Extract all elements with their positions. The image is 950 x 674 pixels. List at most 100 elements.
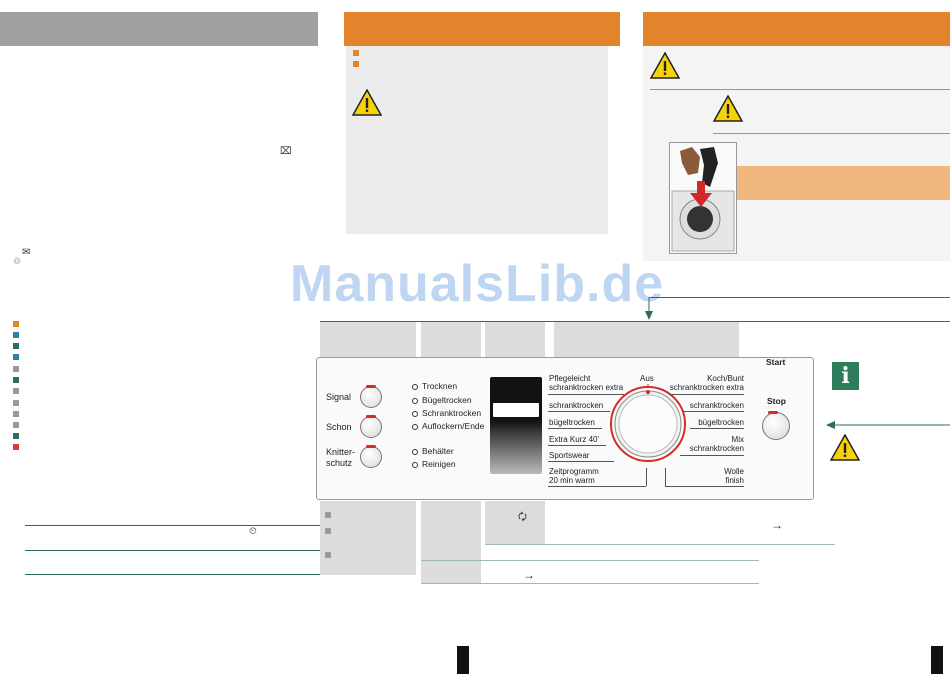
callout-line xyxy=(650,297,950,298)
watermark: ManualsLib.de xyxy=(290,255,665,313)
indicator-reinigen: Reinigen xyxy=(412,459,456,469)
right-arrow-icon: → xyxy=(771,518,783,532)
bottom-rule xyxy=(25,550,415,551)
program-buegeltrocken-left[interactable]: bügeltrocken xyxy=(549,418,595,427)
bottom-rule xyxy=(25,525,415,526)
program-selector-dial[interactable] xyxy=(608,384,688,464)
legend-square xyxy=(13,366,19,372)
stop-label: Stop xyxy=(767,396,786,406)
indicator-trocknen: Trocknen xyxy=(412,381,457,391)
down-arrow-icon xyxy=(645,297,653,320)
indicator-auflockern-ende: Auflockern/Ende xyxy=(412,421,484,431)
column-header-dial xyxy=(554,322,739,358)
schon-label: Schon xyxy=(326,422,352,432)
indicator-schranktrocken: Schranktrocken xyxy=(412,408,481,418)
legend-square xyxy=(13,343,19,349)
mail-icon: ✉ xyxy=(22,247,31,258)
callout-line xyxy=(320,321,950,322)
signal-button[interactable] xyxy=(360,385,382,408)
knitterschutz-label-1: Knitter- xyxy=(326,447,356,457)
warning-icon xyxy=(830,434,860,461)
legend-square xyxy=(13,422,19,428)
bottom-rule xyxy=(485,544,835,545)
right-arrow-icon: → xyxy=(523,568,535,582)
program-buegeltrocken-right[interactable]: bügeltrocken xyxy=(698,418,744,427)
bottom-grey-column-1 xyxy=(320,501,416,575)
warning-icon xyxy=(352,89,382,116)
left-arrow-icon xyxy=(826,421,950,429)
status-display xyxy=(490,377,542,474)
middle-info-panel xyxy=(346,46,608,234)
right-divider-1 xyxy=(650,89,950,90)
info-icon: i xyxy=(832,362,859,390)
program-schranktrocken-left[interactable]: schranktrocken xyxy=(549,401,604,410)
bullet-orange-1 xyxy=(353,50,359,56)
column-header-indicators xyxy=(421,322,481,358)
bottom-rule xyxy=(421,583,759,584)
program-underline xyxy=(683,411,744,412)
right-subheader-bar xyxy=(735,166,950,200)
timer-icon: ⏲ xyxy=(249,526,257,537)
program-underline xyxy=(690,428,744,429)
recycle-icon: ♲ xyxy=(13,256,22,266)
hand-wash-icon: 🗘 xyxy=(518,512,527,523)
program-leader xyxy=(665,468,666,486)
program-underline xyxy=(548,394,624,395)
program-schranktrocken-right[interactable]: schranktrocken xyxy=(689,401,744,410)
program-leader xyxy=(646,468,647,486)
right-header-bar xyxy=(643,12,950,46)
program-underline xyxy=(548,486,646,487)
bullet-grey xyxy=(325,528,331,534)
program-sportswear[interactable]: Sportswear xyxy=(549,451,590,460)
program-underline xyxy=(669,394,744,395)
indicator-buegeltrocken: Bügeltrocken xyxy=(412,395,472,405)
legend-square xyxy=(13,400,19,406)
bottom-rule xyxy=(421,560,759,561)
legend-square xyxy=(13,411,19,417)
knitterschutz-button[interactable] xyxy=(360,445,382,468)
program-underline xyxy=(548,461,614,462)
legend-square xyxy=(13,388,19,394)
program-underline xyxy=(548,445,606,446)
signal-label: Signal xyxy=(326,392,352,402)
warning-icon xyxy=(713,95,743,122)
legend-square xyxy=(13,332,19,338)
program-extra-kurz[interactable]: Extra Kurz 40' xyxy=(549,435,599,444)
bullet-grey xyxy=(325,552,331,558)
bullet-grey xyxy=(325,512,331,518)
start-label: Start xyxy=(766,357,786,367)
legend-square xyxy=(13,433,19,439)
legend-square xyxy=(13,354,19,360)
page-marker-tab xyxy=(931,646,943,674)
schon-button[interactable] xyxy=(360,415,382,438)
display-window xyxy=(493,403,539,417)
dial-off-label: Aus xyxy=(640,374,654,383)
program-underline xyxy=(548,411,610,412)
program-underline xyxy=(548,428,602,429)
program-underline xyxy=(680,455,744,456)
left-header-bar xyxy=(0,12,318,46)
start-stop-button[interactable] xyxy=(762,411,790,440)
knitterschutz-label-2: schutz xyxy=(326,458,353,468)
recycle-bin-icon: ⌧ xyxy=(280,146,292,157)
dryer-loading-illustration xyxy=(669,142,737,254)
bottom-grey-column-3 xyxy=(485,501,545,545)
legend-square xyxy=(13,444,19,450)
warning-icon xyxy=(650,52,680,79)
bottom-grey-column-2 xyxy=(421,501,481,583)
middle-header-bar xyxy=(344,12,620,46)
column-header-buttons xyxy=(320,322,416,358)
page-marker-tab xyxy=(457,646,469,674)
right-divider-2 xyxy=(713,133,950,134)
program-underline xyxy=(665,486,744,487)
column-header-display xyxy=(485,322,545,358)
bullet-orange-2 xyxy=(353,61,359,67)
bottom-rule xyxy=(25,574,415,575)
legend-square xyxy=(13,377,19,383)
indicator-behaelter: Behälter xyxy=(412,446,454,456)
